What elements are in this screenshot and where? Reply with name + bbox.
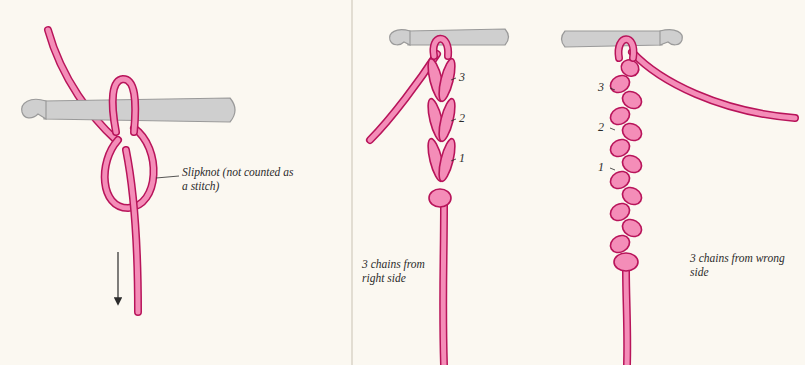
callout-number: 1 [598, 160, 610, 174]
callout-number: 3 [459, 70, 473, 84]
chain-wrong-side-figure [562, 30, 796, 365]
callout-number: 2 [598, 120, 610, 134]
panel-divider [351, 0, 353, 365]
part-label: Slipknot (not counted as a stitch) [182, 166, 300, 194]
callout-number: 1 [459, 151, 473, 165]
callout-number: 3 [598, 80, 610, 94]
caption-label: 3 chains from wrong side [690, 252, 790, 280]
caption-label: 3 chains from right side [362, 258, 430, 286]
chain-right-side-figure [370, 29, 509, 365]
callout-number: 2 [459, 111, 473, 125]
